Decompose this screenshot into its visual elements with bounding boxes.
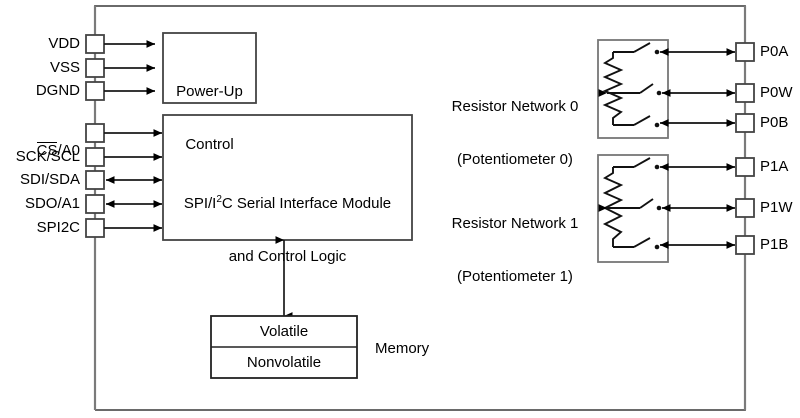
pad-vdd[interactable] [85, 34, 155, 54]
pin-label-p1w: P1W [760, 199, 793, 216]
memory-volatile-label: Volatile [259, 323, 309, 340]
pin-label-spi2c: SPI2C [36, 219, 80, 236]
power-up-line-2: Control [185, 136, 234, 154]
power-up-line-1: Power-Up [176, 83, 243, 101]
resistor-network-1-block [597, 154, 735, 263]
serial-interface-suffix: C Serial Interface Module [221, 195, 392, 213]
pad-vss[interactable] [85, 58, 155, 78]
pad-p0b[interactable] [735, 113, 755, 133]
memory-nonvolatile-label: Nonvolatile [246, 354, 322, 371]
resistor-network-1-label: Resistor Network 1 (Potentiometer 1) [440, 180, 590, 322]
pin-label-p0b: P0B [760, 114, 789, 131]
pin-label-dgnd: DGND [35, 82, 80, 99]
pad-p0w[interactable] [735, 83, 755, 103]
serial-interface-prefix: SPI/I [183, 195, 217, 213]
serial-interface-line-2: and Control Logic [228, 248, 347, 266]
memory-block-label: Memory [375, 340, 430, 357]
cs-plain-text: /A0 [57, 141, 80, 159]
resistor-network-0-line-1: Resistor Network 0 [451, 98, 579, 116]
serial-interface-line-1: SPI/I2C Serial Interface Module [163, 195, 412, 213]
pad-p1a[interactable] [735, 157, 755, 177]
pin-label-p0a: P0A [760, 43, 789, 60]
pad-cs-a0[interactable] [85, 123, 162, 143]
serial-interface-label: SPI/I2C Serial Interface Module and Cont… [163, 160, 412, 302]
resistor-network-0-block [597, 39, 735, 139]
power-up-control-block [162, 32, 257, 104]
pad-sdi-sda[interactable] [85, 170, 162, 190]
resistor-network-0-label: Resistor Network 0 (Potentiometer 0) [440, 63, 590, 205]
pin-label-p0w: P0W [760, 84, 793, 101]
pin-label-vss: VSS [49, 59, 80, 76]
resistor-network-0-line-2: (Potentiometer 0) [457, 151, 573, 169]
resistor-network-1-line-1: Resistor Network 1 [451, 215, 579, 233]
pad-p0a[interactable] [735, 42, 755, 62]
pin-label-sdi-sda: SDI/SDA [19, 171, 80, 188]
pin-label-vdd: VDD [48, 35, 80, 52]
power-up-control-label: Power-Up Control [163, 48, 256, 190]
serial-interface-block [162, 114, 413, 241]
serial-interface-superscript: 2 [216, 194, 222, 206]
pad-p1b[interactable] [735, 235, 755, 255]
pin-label-sck-scl: SCK/SCL [15, 148, 80, 165]
memory-block [210, 315, 358, 379]
pad-p1w[interactable] [735, 198, 755, 218]
cs-overline-text: CS [36, 141, 58, 159]
pad-sdo-a1[interactable] [85, 194, 162, 214]
pad-dgnd[interactable] [85, 81, 155, 101]
resistor-network-1-line-2: (Potentiometer 1) [457, 268, 573, 286]
pad-spi2c[interactable] [85, 218, 162, 238]
pad-sck-scl[interactable] [85, 147, 162, 167]
pin-label-sdo-a1: SDO/A1 [24, 195, 80, 212]
pin-label-cs-a0: CS/A0 [0, 124, 80, 177]
pin-label-p1a: P1A [760, 158, 789, 175]
pin-label-p1b: P1B [760, 236, 789, 253]
